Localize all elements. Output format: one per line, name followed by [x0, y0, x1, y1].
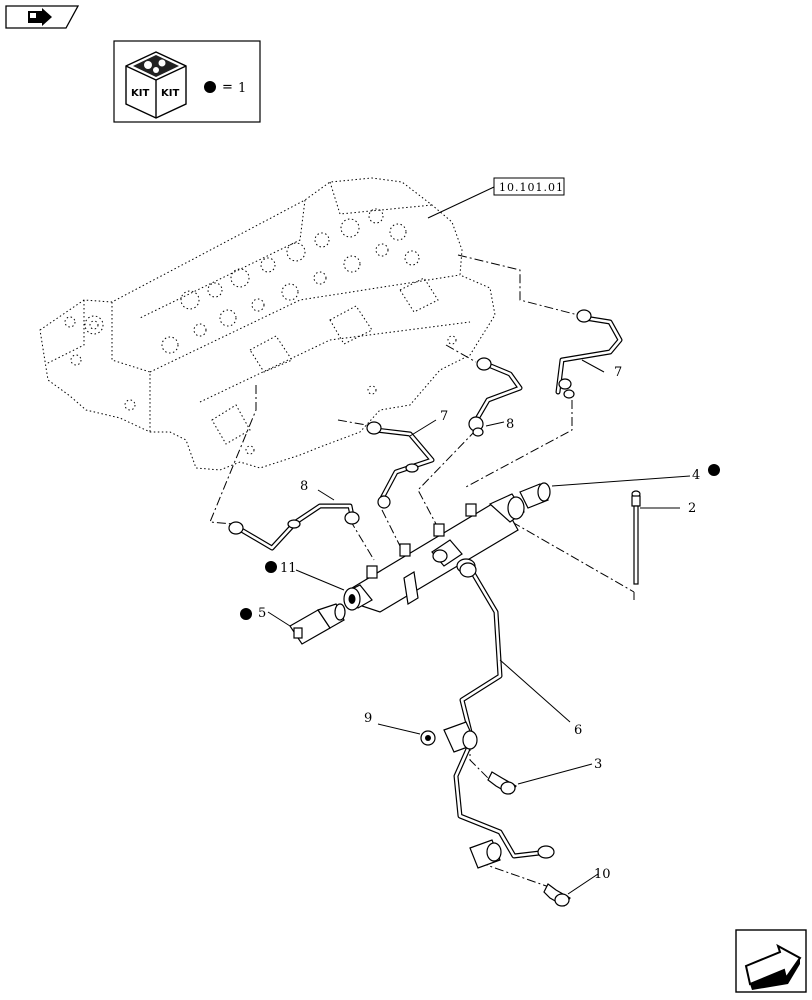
kit-bullet-item-11: [265, 561, 277, 573]
stud-bolt: [631, 490, 641, 585]
kit-bullet-item-5: [240, 608, 252, 620]
next-page-arrow-icon: [744, 943, 802, 990]
kit-bullet-icon: [204, 81, 216, 93]
callout-5[interactable]: 5: [258, 606, 266, 621]
kit-box-icon: KIT KIT: [125, 51, 187, 119]
callout-9[interactable]: 9: [364, 711, 372, 726]
callout-7-lower[interactable]: 7: [440, 409, 448, 424]
fuel-rail: [343, 493, 525, 613]
high-pressure-pipes: [235, 315, 623, 859]
rail-plug: [519, 482, 551, 509]
callout-8-right[interactable]: 8: [506, 417, 514, 432]
callout-6[interactable]: 6: [574, 723, 582, 738]
callout-labels: 2 3 4 5 6 7 7 8 8 9 10 11: [258, 365, 700, 882]
kit-bullet-item-4: [708, 464, 720, 476]
tractor-arrow-icon: [28, 8, 52, 26]
kit-legend-box: KIT KIT = 1: [113, 40, 261, 123]
legend-equals: =: [222, 80, 233, 95]
pipe-fittings: [228, 309, 592, 859]
callout-11[interactable]: 11: [280, 561, 297, 576]
callout-3[interactable]: 3: [594, 757, 602, 772]
reference-label: 10.101.01: [499, 181, 564, 194]
clamps-and-fasteners: [420, 721, 571, 907]
callout-7-upper[interactable]: 7: [614, 365, 622, 380]
callout-4[interactable]: 4: [692, 468, 700, 483]
nav-tab-button[interactable]: [5, 5, 80, 29]
callout-10[interactable]: 10: [594, 867, 611, 882]
legend-value: 1: [238, 81, 246, 96]
kit-label-left: KIT: [131, 88, 149, 99]
leader-lines: [267, 359, 691, 895]
callout-2[interactable]: 2: [688, 501, 696, 516]
reference-link[interactable]: 10.101.01: [493, 177, 565, 196]
cylinder-head-phantom: [39, 177, 496, 471]
callout-8-left[interactable]: 8: [300, 479, 308, 494]
kit-label-right: KIT: [161, 88, 179, 99]
pressure-sensor: [289, 603, 346, 645]
next-page-button[interactable]: [735, 929, 807, 993]
